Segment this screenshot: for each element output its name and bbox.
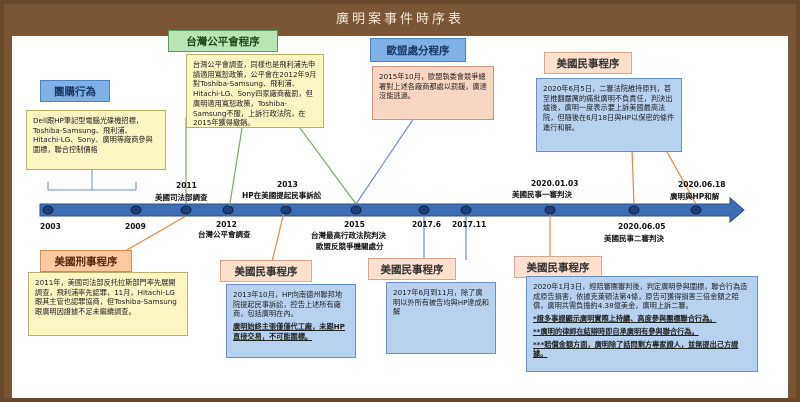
tag-us-criminal: 美國刑事程序 [40, 250, 132, 272]
year-2011: 2011 [176, 181, 197, 190]
year-2012: 2012 [216, 220, 237, 229]
event-2011: 美國司法部調查 [155, 193, 208, 202]
box-civil-a-text: 2013年10月，HP向南德州聯邦地院提起民事訴訟，控告上述所有廠商，包括廣明在… [233, 290, 343, 319]
box-civil-b-text: 2017年6月到11月，除了廣明以外所有被告均與HP達成和解 [393, 288, 489, 317]
box-civil-c-note3: ***賠償金額方面，廣明除了話問剩方專家證人，並無提出己方證據。 [533, 339, 739, 359]
year-2009: 2009 [125, 222, 146, 231]
tag-us-civil-b: 美國民事程序 [368, 258, 456, 280]
node-2003 [42, 205, 54, 215]
year-2017-11: 2017.11 [452, 220, 487, 229]
box-group-behavior: Dell跟HP筆記型電腦光碟機招標，Toshiba-Samsung、飛利浦、Hi… [26, 110, 166, 170]
box-criminal-text: 2011年，美國司法部反托拉斯部門率先展開調查，飛利浦率先認罪，11月，Hita… [35, 278, 177, 317]
node-2017-11 [460, 205, 472, 215]
year-2020-06-18: 2020.06.18 [678, 180, 726, 189]
node-2013 [280, 205, 292, 215]
box-group-text: Dell跟HP筆記型電腦光碟機招標，Toshiba-Samsung、飛利浦、Hi… [33, 116, 153, 155]
year-2013: 2013 [277, 180, 298, 189]
tag-us-civil-a: 美國民事程序 [220, 260, 312, 282]
box-civil-c-text: 2020年1月3日，經陪審團審判後，判定廣明參與圍標，聯合行為造成原告損害，依據… [533, 282, 748, 311]
box-us-civil-a: 2013年10月，HP向南德州聯邦地院提起民事訴訟，控告上述所有廠商，包括廣明在… [226, 284, 356, 358]
box-us-civil-b: 2017年6月到11月，除了廣明以外所有被告均與HP達成和解 [386, 282, 496, 354]
year-2015: 2015 [344, 220, 365, 229]
event-2020c: 廣明與HP和解 [670, 192, 720, 201]
node-2009 [130, 205, 142, 215]
year-2017-6: 2017.6 [412, 220, 441, 229]
box-us-civil-final: 2020年6月5日，二審法院維持原判，甚至推翻嚴厲的痛批廣明不負責任，判決出爐後… [536, 78, 682, 152]
event-2015b: 歐盟反競爭機關處分 [316, 242, 384, 251]
box-civil-d-text: 2020年6月5日，二審法院維持原判，甚至推翻嚴厲的痛批廣明不負責任，判決出爐後… [543, 84, 675, 132]
event-2015a: 台灣最高行政法院判決 [311, 231, 386, 240]
event-2020a: 美國民事一審判決 [512, 190, 572, 199]
box-us-civil-c: 2020年1月3日，經陪審團審判後，判定廣明參與圍標，聯合行為造成原告損害，依據… [526, 276, 758, 372]
tag-eu: 歐盟處分程序 [370, 38, 466, 62]
year-2003: 2003 [40, 222, 61, 231]
tag-us-civil-c: 美國民事程序 [514, 256, 602, 278]
box-civil-a-note: 廣明始終主張僅僅代工廠，未跟HP直接交易，不可能圍標。 [233, 322, 345, 341]
box-civil-c-note1: *證多事證顯示廣明實際上持續、高度參與團標聯合行為。 [533, 314, 717, 324]
box-civil-c-note2: **廣明的律師在結辯時即自承廣明有參與聯合行為。 [533, 326, 699, 336]
year-2020-01-03: 2020.01.03 [531, 179, 579, 188]
tag-us-civil-top: 美國民事程序 [544, 52, 632, 74]
node-2015 [350, 205, 362, 215]
event-2012: 台灣公平會調查 [198, 230, 251, 239]
node-2012 [222, 205, 234, 215]
node-2020-06-18 [690, 205, 702, 215]
node-2017-6 [418, 205, 430, 215]
tag-group-behavior: 團購行為 [40, 80, 110, 102]
box-us-criminal: 2011年，美國司法部反托拉斯部門率先展開調查，飛利浦率先認罪，11月，Hita… [28, 272, 188, 336]
box-taiwan-ftc: 台灣公平會調查，同樣也是飛利浦先申請適用寬恕政策，公平會在2012年9月對Tos… [186, 54, 324, 128]
box-eu-text: 2015年10月，歐盟執委會競爭總署對上述各廠商都處以罰鍰，廣達沒能逃過。 [379, 72, 487, 101]
box-taiwan-text: 台灣公平會調查，同樣也是飛利浦先申請適用寬恕政策，公平會在2012年9月對Tos… [193, 60, 317, 128]
box-eu: 2015年10月，歐盟執委會競爭總署對上述各廠商都處以罰鍰，廣達沒能逃過。 [372, 66, 494, 120]
node-2020-06-05 [628, 205, 640, 215]
event-2020b: 美國民事二審判決 [604, 234, 664, 243]
node-2020-01 [544, 205, 556, 215]
node-2011 [180, 205, 192, 215]
tag-taiwan-ftc: 台灣公平會程序 [168, 30, 278, 52]
event-2013: HP在美國提起民事訴訟 [242, 191, 322, 200]
year-2020-06-05: 2020.06.05 [618, 222, 666, 231]
timeline-arrow [39, 196, 745, 224]
page-title: 廣明案事件時序表 [335, 12, 464, 27]
